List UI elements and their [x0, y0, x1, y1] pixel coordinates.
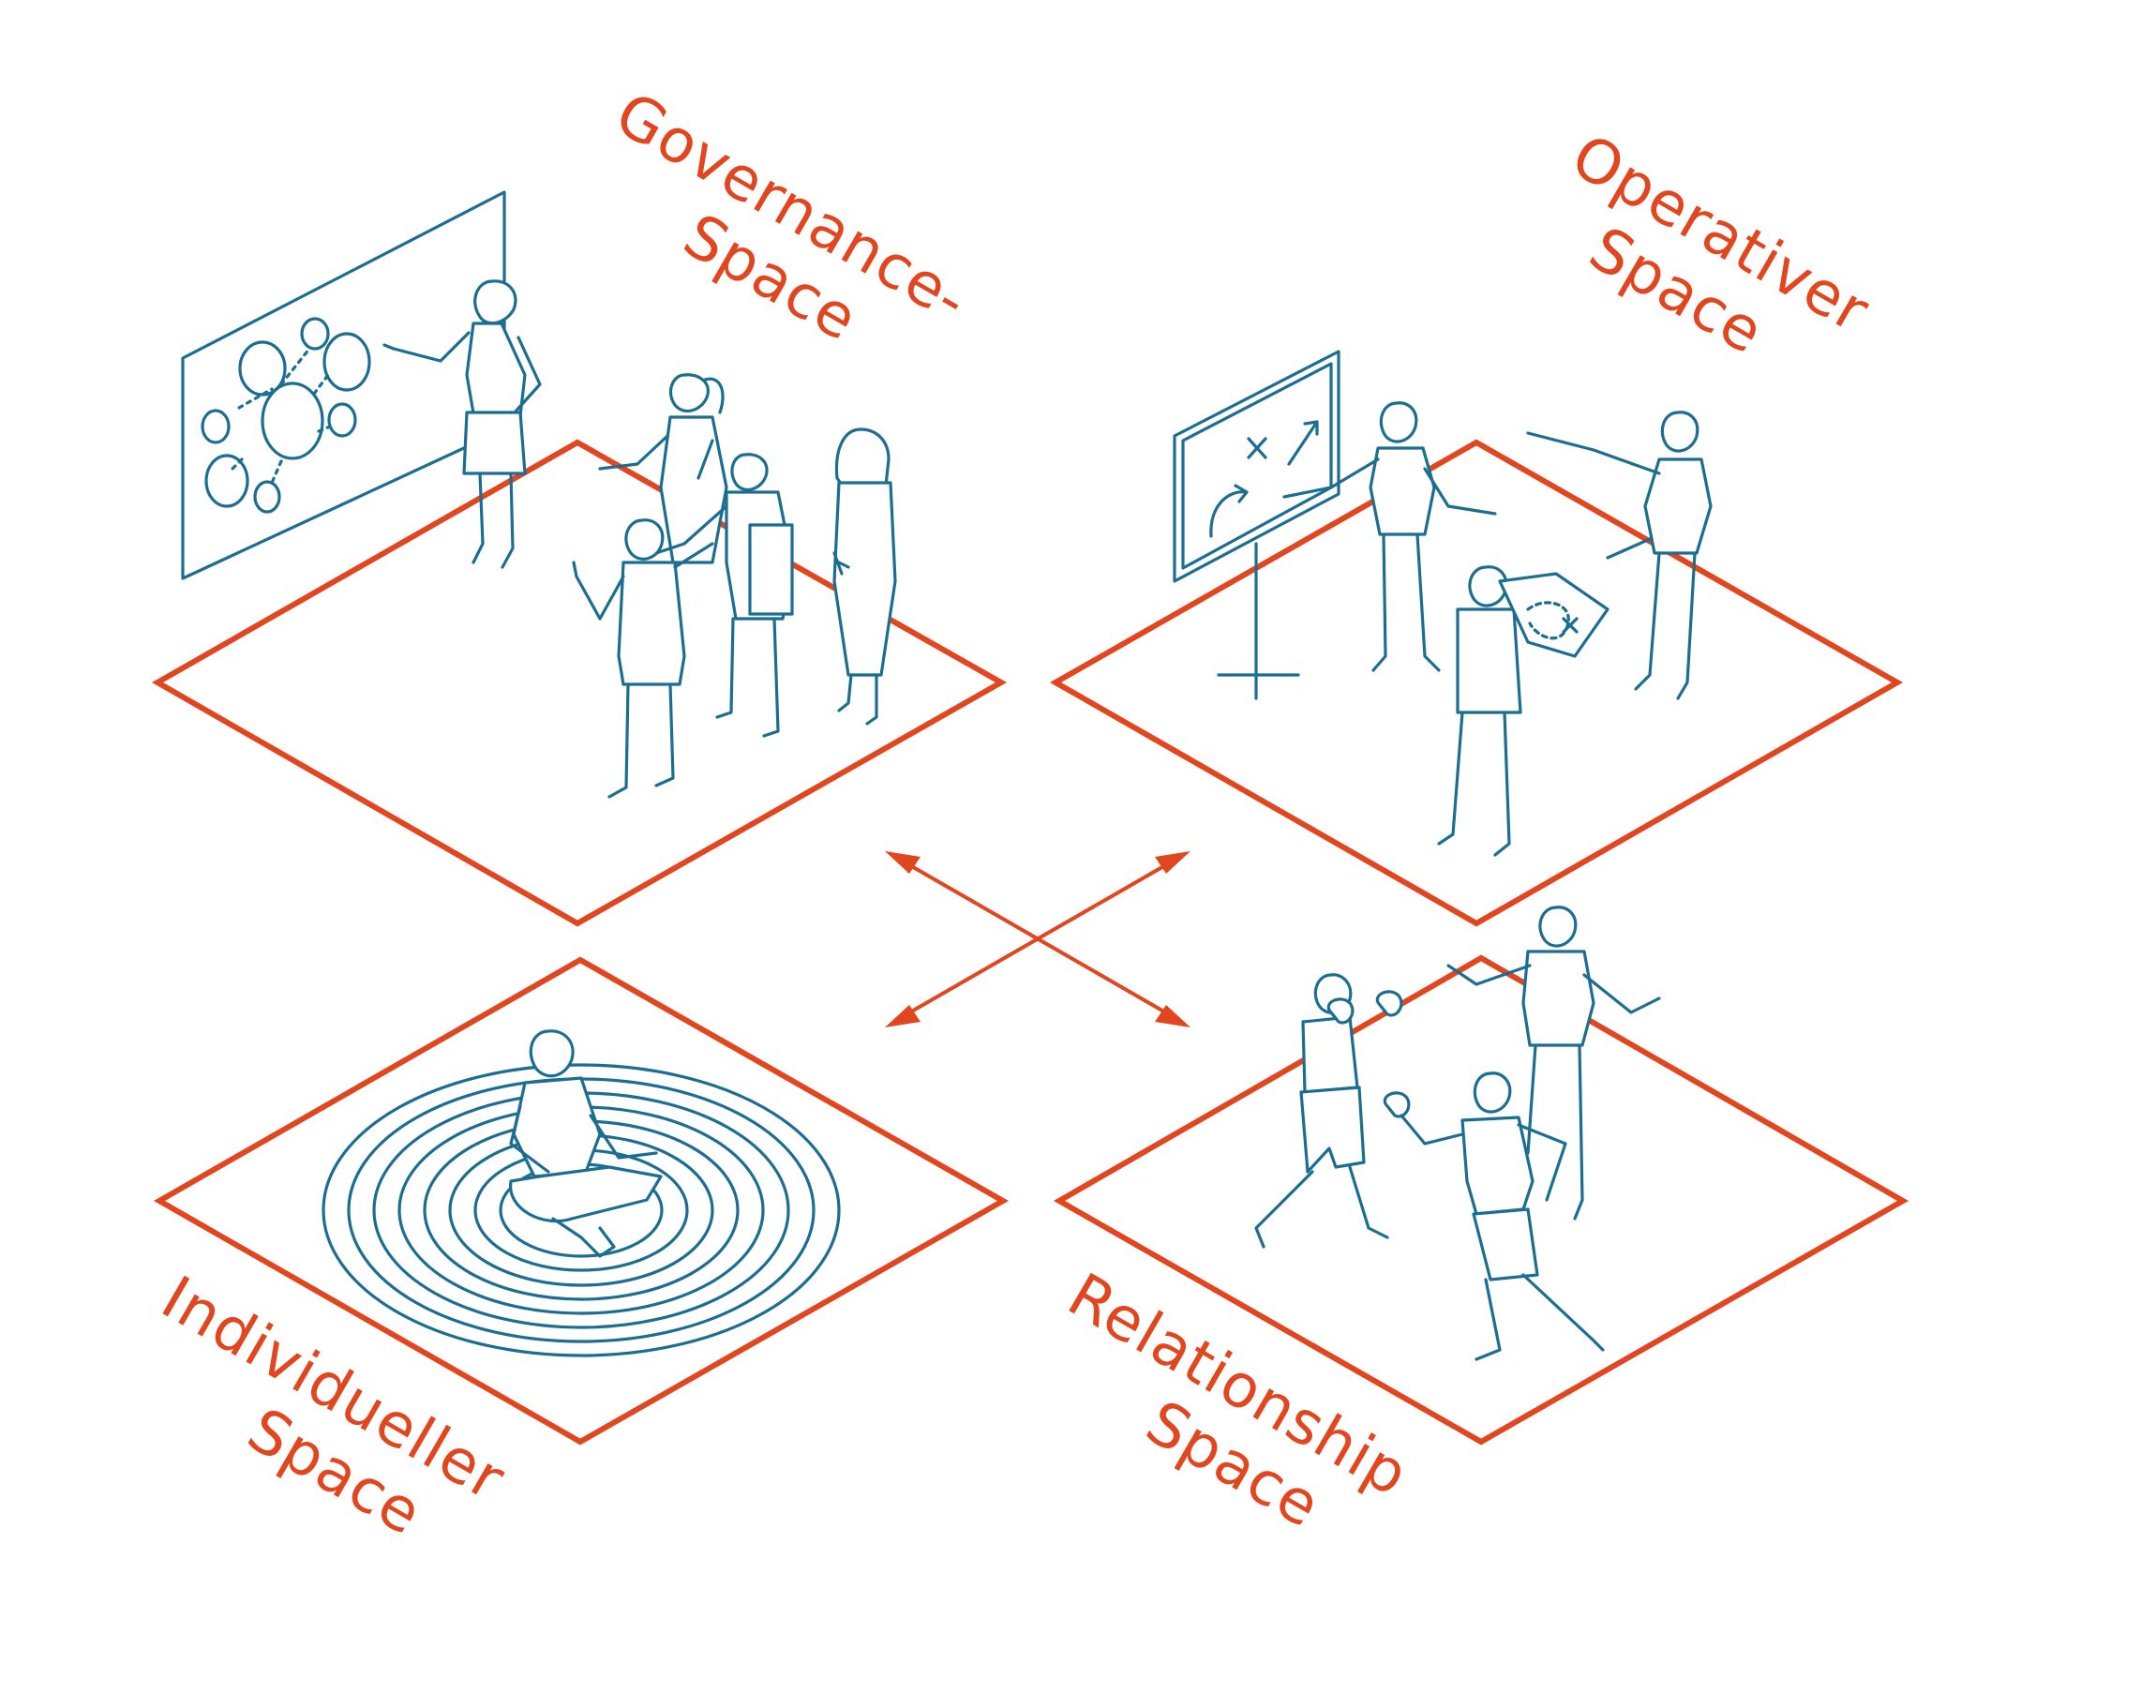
individual-plate — [153, 956, 1010, 1446]
operative-plate — [1049, 439, 1904, 927]
governance-illustration — [181, 190, 897, 799]
referee-figure — [1446, 906, 1661, 1221]
relationship-illustration — [1254, 906, 1661, 1361]
double-arrow-icon — [885, 851, 1190, 1027]
colleague-figure-6 — [1437, 565, 1610, 857]
colleague-figure-5 — [1526, 411, 1713, 700]
boxer-figure-1 — [1254, 973, 1403, 1249]
colleague-figure-1 — [598, 373, 728, 564]
strategy-board-icon — [1173, 350, 1340, 700]
target-rings-icon — [322, 1063, 841, 1357]
relationship-plate — [1053, 954, 1909, 1446]
colleague-figure-2 — [654, 453, 794, 738]
operative-illustration — [1173, 350, 1713, 857]
operative-label: Operativer Space — [1560, 122, 1880, 368]
presenter-figure-2 — [1282, 401, 1497, 672]
presenter-figure — [382, 279, 542, 569]
boxer-figure-2 — [1383, 1071, 1605, 1361]
individual-illustration — [322, 1029, 841, 1357]
individual-label: Individueller Space — [150, 1264, 517, 1550]
meditating-figure — [509, 1029, 663, 1258]
relationship-label: Relationship Space — [1056, 1261, 1420, 1542]
governance-label: Governance- Space — [604, 80, 980, 355]
colleague-figure-4 — [572, 518, 714, 799]
colleague-figure-3 — [832, 427, 897, 726]
presentation-board-icon — [181, 190, 506, 580]
